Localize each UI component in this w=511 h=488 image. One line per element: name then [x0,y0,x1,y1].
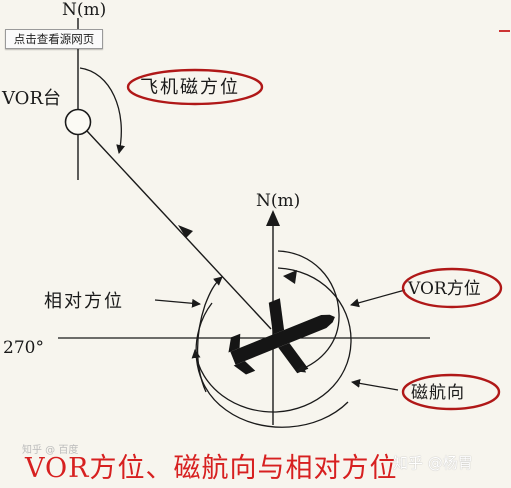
watermark-left: 知乎 @ 百度 [22,445,79,456]
north-label-top: N(m) [62,0,106,20]
vor-bearing-label: VOR方位 [407,279,481,299]
heading-arc-arrow [283,270,297,284]
angle-270-label: 270° [3,338,44,358]
vor-bearing-outer-arc [191,267,352,413]
north-label-aircraft: N(m) [256,191,300,211]
figure-caption: VOR方位、磁航向与相对方位 [25,453,398,484]
watermark-right: 知乎 @杨胃 [393,454,473,472]
aircraft-magnetic-bearing-highlight [126,68,264,106]
bearing-line-arrow [178,225,193,238]
relative-bearing-leader [154,298,201,308]
magnetic-heading-label: 磁航向 [411,383,465,403]
vor-station-label: VOR台 [1,88,61,109]
vor-bearing-leader [350,289,406,308]
aircraft-magnetic-bearing-label: 飞机磁方位 [140,77,240,98]
vor-bearing-highlight [401,267,503,309]
view-source-button[interactable]: 点击查看源网页 [5,29,103,49]
magnetic-heading-highlight [401,373,501,411]
vor-to-aircraft-line [86,130,272,330]
aircraft-magnetic-bearing-arc [79,67,126,154]
relative-bearing-arc [196,276,223,393]
relative-bearing-label: 相对方位 [44,291,124,312]
vor-bearing-arc [277,250,340,373]
aircraft-north-arrowhead [266,210,280,226]
vor-station-icon [64,108,92,136]
edge-mark [499,30,510,32]
magnetic-heading-leader [351,378,399,391]
magnetic-heading-arc [195,302,349,428]
